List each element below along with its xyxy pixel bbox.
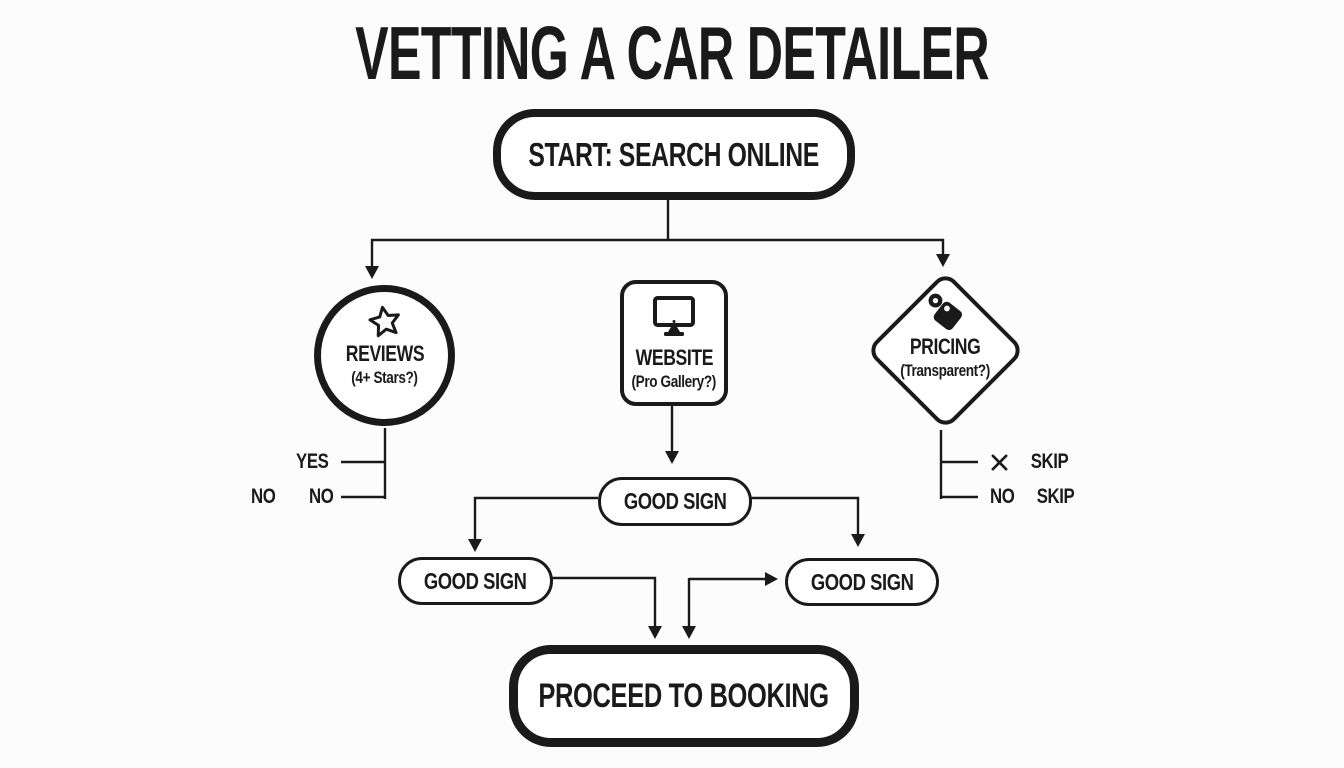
website-node-sublabel: (Pro Gallery?): [631, 371, 717, 391]
proceed-to-booking-node: PROCEED TO BOOKING: [509, 645, 859, 747]
pricing-no-label: NO: [990, 485, 1015, 508]
start-node-label: START: SEARCH ONLINE: [528, 135, 820, 173]
monitor-icon: [653, 295, 695, 336]
pricing-node-sublabel: (Transparent?): [900, 361, 990, 380]
pricing-skip-bottom-label: SKIP: [1036, 485, 1074, 508]
star-icon: [367, 305, 400, 338]
reviews-node-sublabel: (4+ Stars?): [351, 368, 418, 387]
start-node: START: SEARCH ONLINE: [493, 109, 855, 200]
good-sign-right-node: GOOD SIGN: [785, 558, 939, 606]
good-sign-center-node: GOOD SIGN: [598, 477, 752, 526]
reviews-node: REVIEWS (4+ Stars?): [314, 285, 455, 426]
reviews-no-inner-label: NO: [308, 485, 334, 508]
pricing-node-content: PRICING (Transparent?): [865, 292, 1025, 381]
page-title: VETTING A CAR DETAILER: [355, 11, 990, 95]
reviews-no-labels: NO NO: [248, 485, 336, 509]
reviews-no-outer-label: NO: [251, 485, 276, 508]
reviews-node-label: REVIEWS: [345, 341, 424, 366]
website-node: WEBSITE (Pro Gallery?): [620, 280, 728, 406]
reviews-yes-label: YES: [296, 450, 330, 473]
good-sign-left-node: GOOD SIGN: [398, 557, 553, 605]
website-node-label: WEBSITE: [635, 344, 713, 370]
proceed-node-label: PROCEED TO BOOKING: [538, 676, 830, 715]
pricing-node-label: PRICING: [909, 334, 981, 359]
pricing-no-skip-row: NO SKIP: [987, 485, 1079, 509]
price-tag-icon: [928, 293, 963, 331]
pricing-skip-row: SKIP: [990, 450, 1073, 474]
pricing-skip-top-label: SKIP: [1030, 450, 1069, 473]
x-mark-icon: [991, 454, 1008, 470]
